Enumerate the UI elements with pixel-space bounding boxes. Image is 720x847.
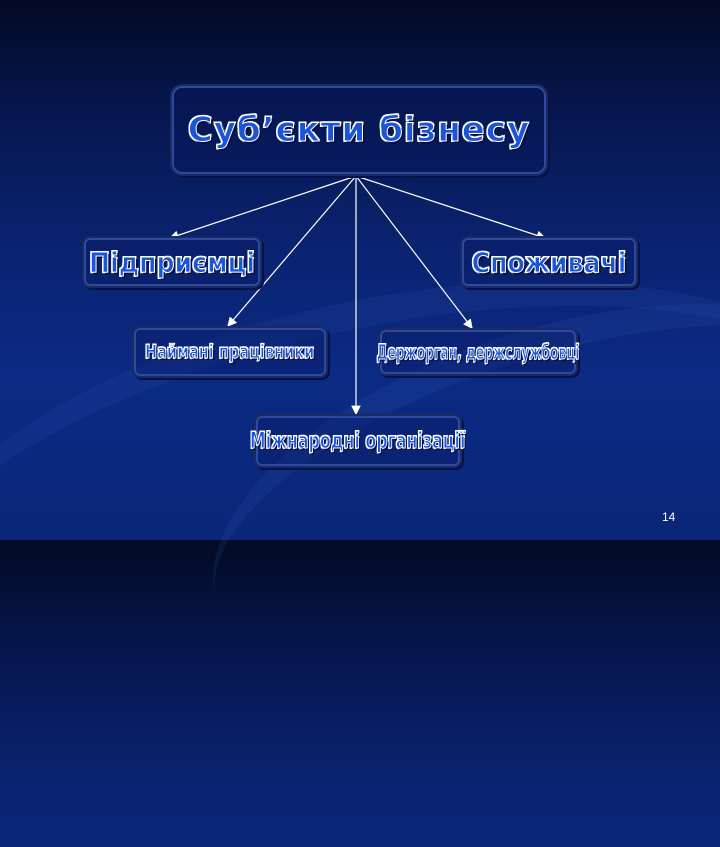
connector-arrows <box>168 175 547 416</box>
node-international-label: Міжнародні організації <box>250 428 466 454</box>
node-enterprises: Підприємці <box>82 236 262 288</box>
node-employees: Наймані працівники <box>132 326 328 378</box>
arrow-to-consumers <box>355 175 547 240</box>
node-consumers: Споживачі <box>460 236 638 288</box>
node-international: Міжнародні організації <box>250 414 466 468</box>
node-enterprises-label: Підприємці <box>89 245 256 279</box>
root-node-label: Суб’єкти бізнесу <box>187 110 531 151</box>
arrow-to-employees <box>227 175 357 327</box>
arrow-to-state <box>355 175 473 329</box>
page-number: 14 <box>662 510 676 524</box>
node-employees-label: Наймані працівники <box>145 341 315 364</box>
arrow-to-enterprises <box>168 175 357 240</box>
root-node: Суб’єкти бізнесу <box>170 84 548 176</box>
node-state: Держорган, держслужбовці <box>376 328 580 376</box>
node-consumers-label: Споживачі <box>471 245 627 279</box>
node-state-label: Держорган, держслужбовці <box>376 340 580 365</box>
